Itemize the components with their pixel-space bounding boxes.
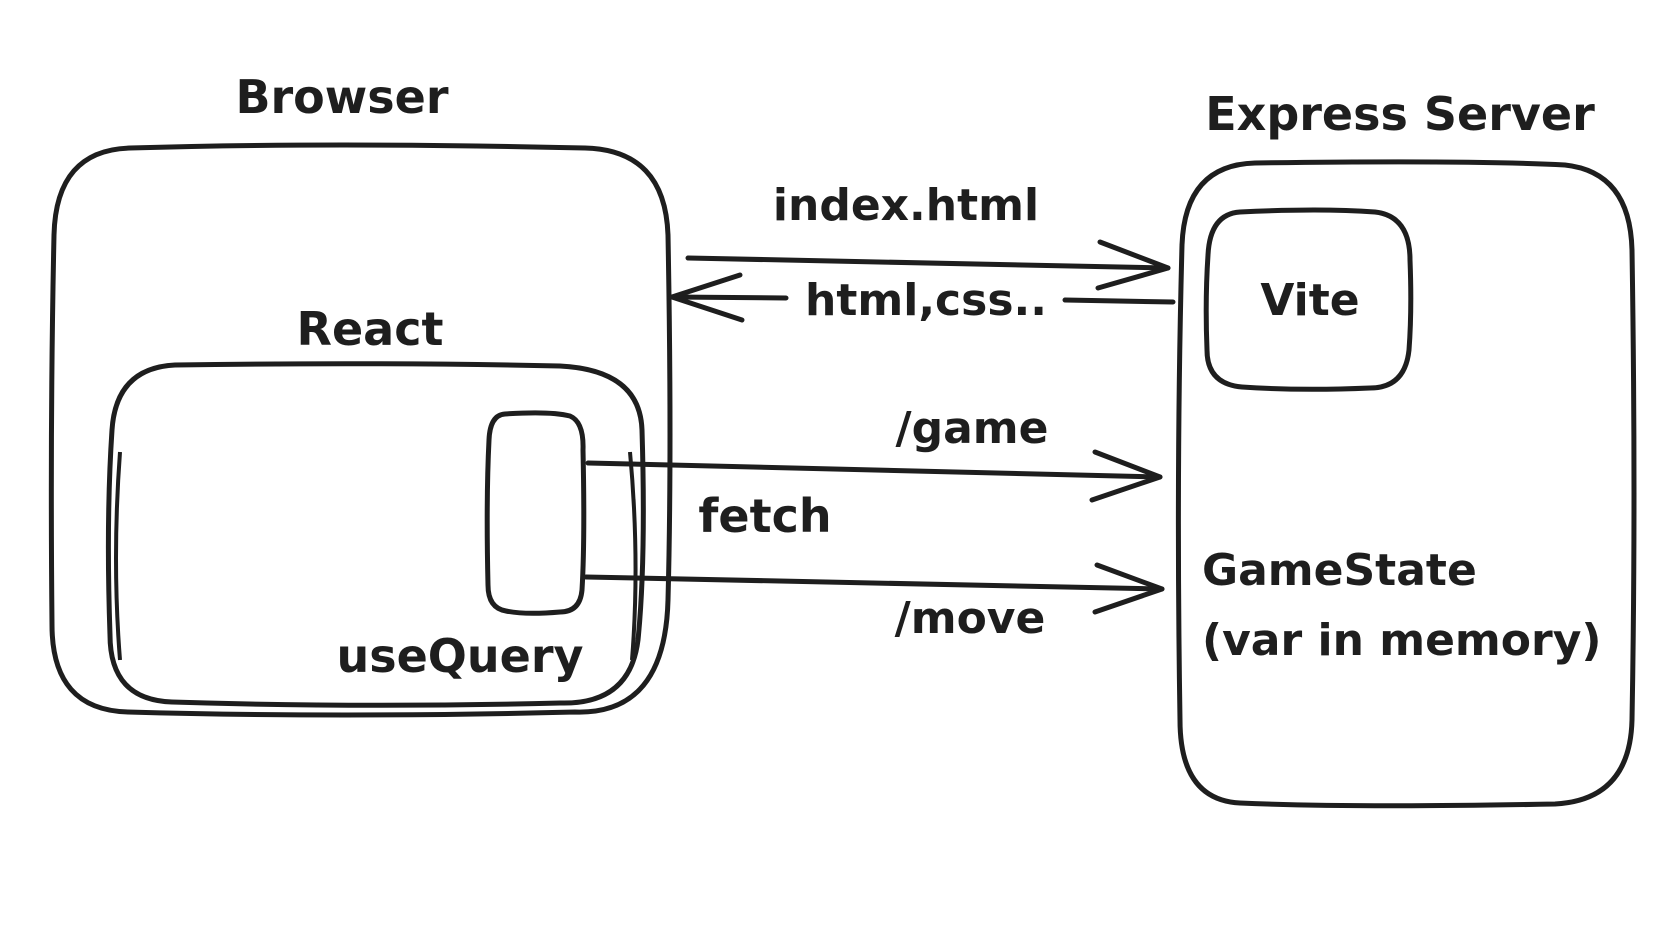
game-state-node: GameState (var in memory) (1202, 545, 1601, 666)
index-html-edge: index.html (685, 180, 1171, 291)
game-state-label-line1: GameState (1202, 545, 1477, 596)
express-server-label: Express Server (1205, 87, 1595, 141)
vite-node: Vite (1203, 207, 1414, 392)
react-label: React (297, 302, 444, 356)
move-label: /move (895, 593, 1046, 644)
use-query-label: useQuery (336, 629, 583, 683)
game-label: /game (896, 403, 1049, 454)
browser-node: Browser (48, 70, 673, 718)
fetch-label: fetch (698, 489, 831, 543)
html-css-label: html,css.. (805, 275, 1047, 326)
use-query-node: useQuery (336, 410, 587, 683)
vite-label: Vite (1260, 275, 1359, 326)
index-html-label: index.html (773, 180, 1039, 231)
react-node: React (105, 302, 646, 708)
game-state-label-line2: (var in memory) (1202, 615, 1601, 666)
express-server-node: Express Server (1175, 87, 1637, 809)
browser-label: Browser (235, 70, 448, 124)
game-edge: /game (585, 403, 1163, 503)
html-css-edge: html,css.. (669, 272, 1176, 326)
move-edge: /move (583, 562, 1165, 644)
